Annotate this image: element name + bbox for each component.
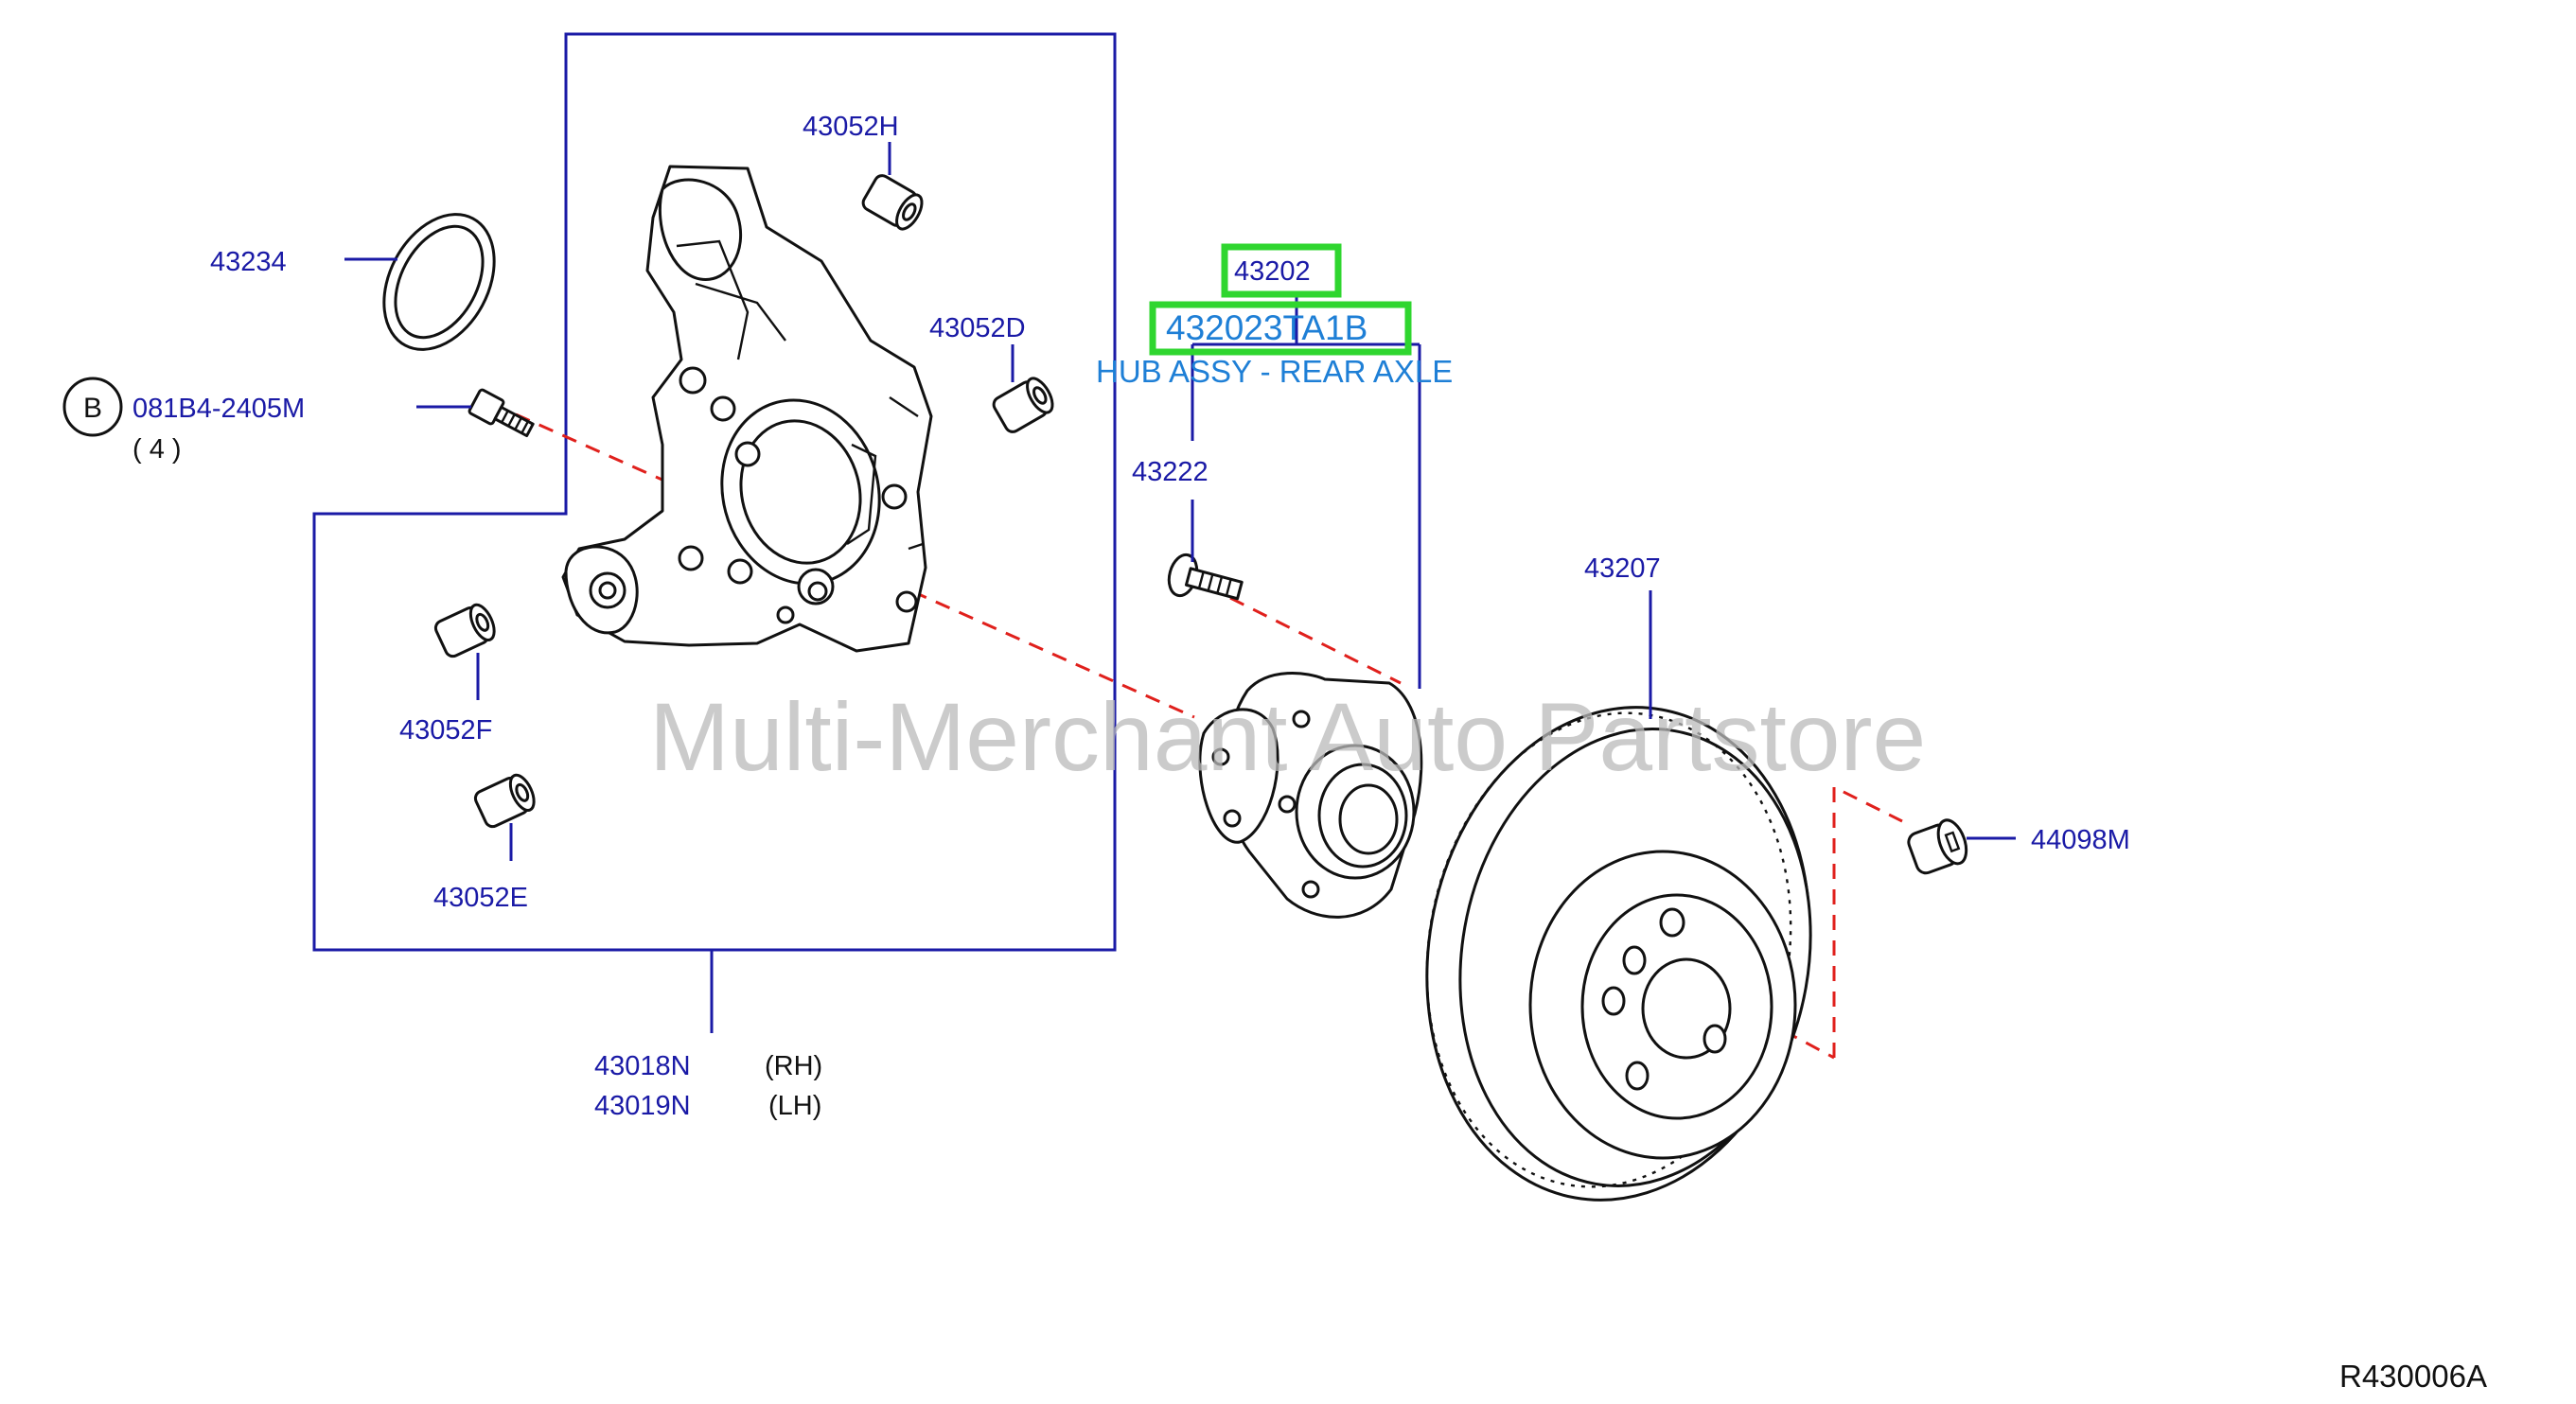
highlight-box-432023TA1B bbox=[1149, 301, 1412, 356]
label-lh: (LH) bbox=[768, 1091, 821, 1121]
label-hub-description: HUB ASSY - REAR AXLE bbox=[1096, 354, 1453, 389]
highlight-box-43202 bbox=[1221, 243, 1342, 298]
label-081B4-2405M[interactable]: 081B4-2405M bbox=[132, 394, 305, 424]
bushing-43052D[interactable] bbox=[991, 375, 1057, 435]
callout-leaders bbox=[344, 142, 2016, 861]
plug-44098M[interactable] bbox=[1905, 816, 1971, 878]
watermark-text: Multi-Merchant Auto Partstore bbox=[649, 683, 1926, 791]
callout-circle-B: B bbox=[62, 377, 123, 437]
label-43052H[interactable]: 43052H bbox=[803, 112, 899, 142]
label-43222[interactable]: 43222 bbox=[1132, 457, 1209, 487]
label-43052F[interactable]: 43052F bbox=[399, 715, 492, 746]
label-43207[interactable]: 43207 bbox=[1584, 553, 1661, 584]
label-44098M[interactable]: 44098M bbox=[2031, 825, 2130, 855]
label-43234[interactable]: 43234 bbox=[210, 247, 287, 277]
hub-bolt-43222[interactable] bbox=[1165, 552, 1245, 610]
bushing-43052F[interactable] bbox=[433, 602, 499, 659]
svg-text:B: B bbox=[83, 393, 102, 424]
label-bolt-quantity: ( 4 ) bbox=[132, 434, 182, 465]
label-43052D[interactable]: 43052D bbox=[929, 313, 1026, 343]
label-43052E[interactable]: 43052E bbox=[433, 883, 528, 913]
diagram-code: R430006A bbox=[2339, 1359, 2487, 1394]
label-432023TA1B[interactable]: 432023TA1B bbox=[1166, 308, 1367, 347]
label-43019N[interactable]: 43019N bbox=[594, 1091, 691, 1121]
seal-ring-43234[interactable] bbox=[362, 195, 516, 368]
label-43018N[interactable]: 43018N bbox=[594, 1051, 691, 1081]
label-rh: (RH) bbox=[765, 1051, 822, 1081]
knuckle-assembly-bracket bbox=[312, 32, 1117, 952]
bushing-43052H[interactable] bbox=[860, 173, 926, 234]
label-43202[interactable]: 43202 bbox=[1234, 256, 1311, 287]
hub-assembly-43202[interactable] bbox=[1198, 672, 1423, 919]
bushing-43052E[interactable] bbox=[473, 772, 538, 830]
brake-disc-43207[interactable] bbox=[1389, 676, 1848, 1230]
bolt-081B4-2405M[interactable] bbox=[468, 388, 536, 442]
axle-knuckle[interactable] bbox=[561, 165, 933, 653]
